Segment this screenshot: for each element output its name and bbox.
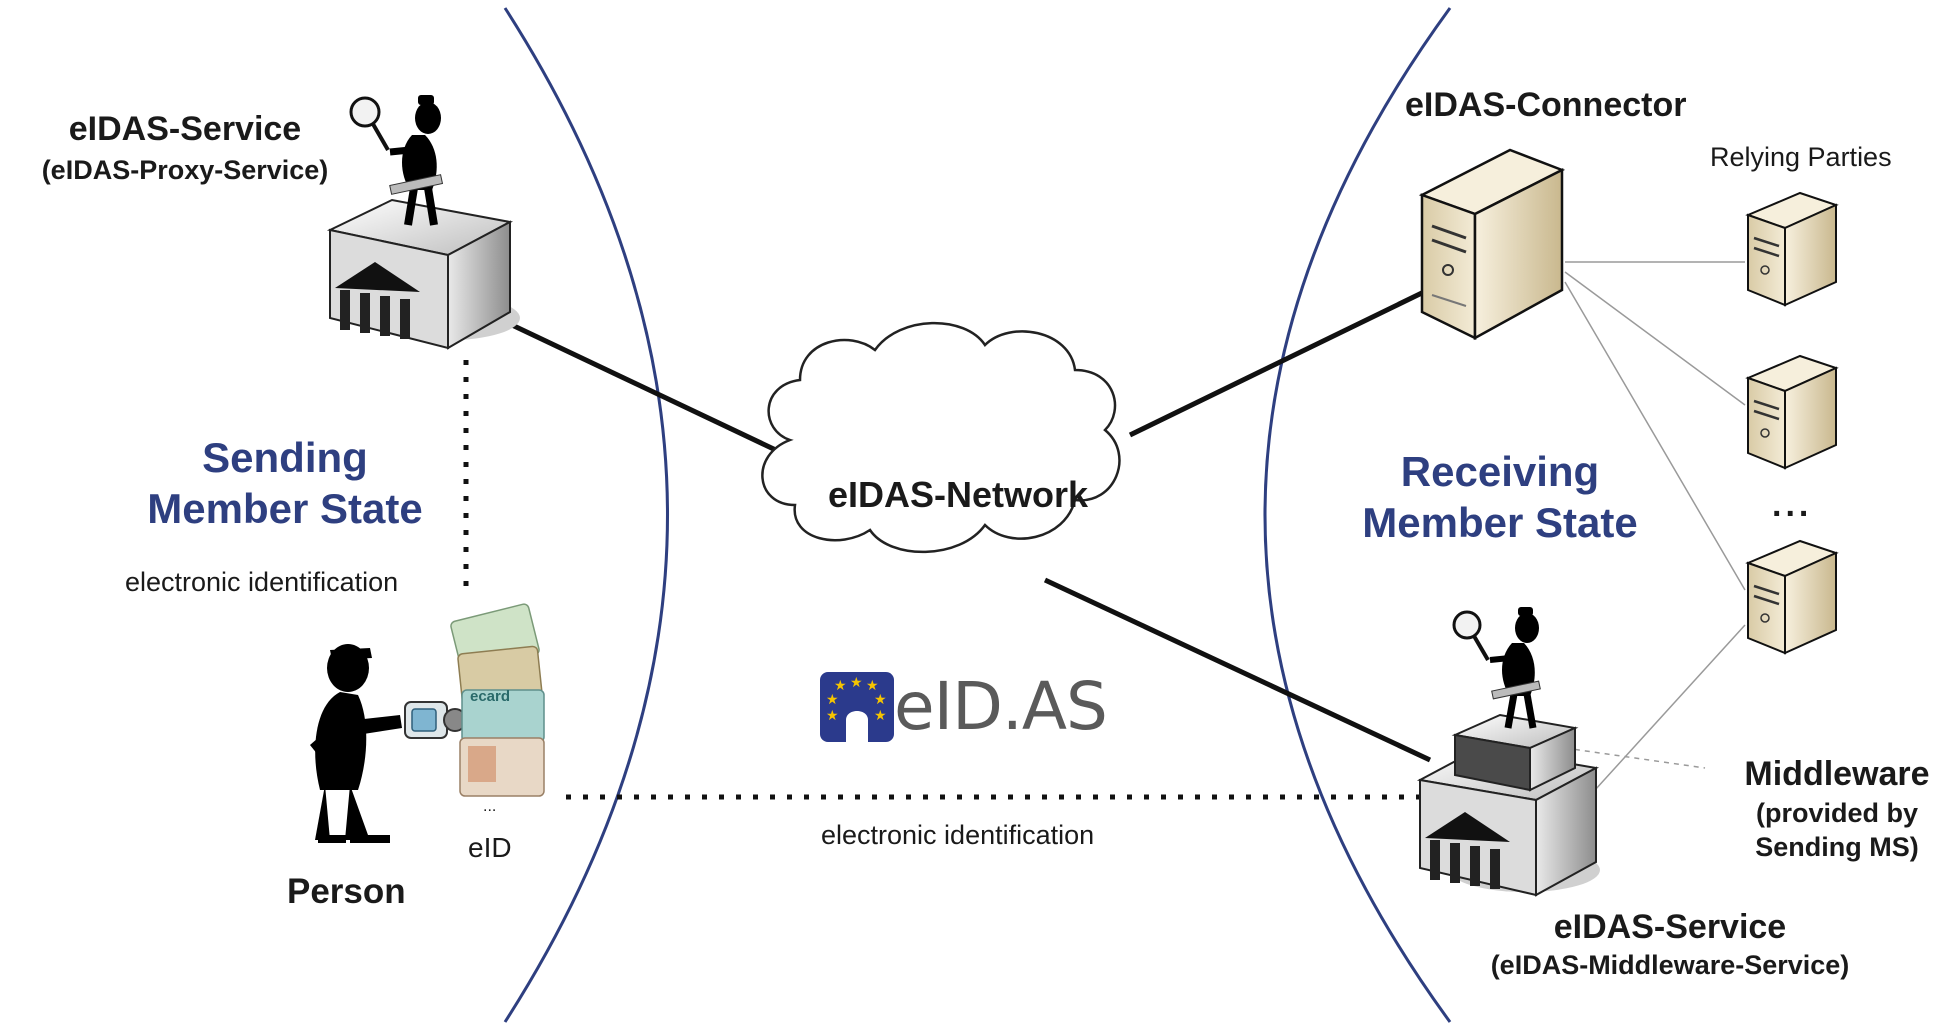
person-label: Person [287, 872, 406, 911]
middleware-note-line2: Sending MS) [1755, 832, 1919, 862]
relying-party-server-1 [1745, 191, 1839, 307]
sending-state-boundary [503, 7, 669, 1023]
network-eid-label: electronic identification [821, 820, 1095, 850]
proxy-service-building [326, 198, 520, 350]
receiving-title-line2: Member State [1362, 499, 1638, 547]
svg-text:★: ★ [874, 708, 887, 724]
svg-text:★: ★ [874, 692, 887, 708]
proxy-service-title: eIDAS-Service [68, 110, 302, 148]
proxy-inspector-figure [349, 95, 444, 226]
receiving-member-state-label: Receiving Member State [1330, 446, 1670, 548]
ecard-label: ecard [470, 688, 511, 705]
svg-text:★: ★ [850, 675, 863, 691]
sending-eid-label: electronic identification [125, 567, 399, 597]
eid-cards-stack [450, 603, 545, 797]
sending-member-state-label: Sending Member State [115, 432, 455, 534]
connector-server [1418, 148, 1566, 341]
connector-title: eIDAS-Connector [1405, 86, 1687, 124]
proxy-service-subtitle: (eIDAS-Proxy-Service) [41, 155, 329, 185]
relying-parties-label: Relying Parties [1710, 142, 1892, 172]
network-cloud [761, 321, 1121, 554]
network-cloud-label: eIDAS-Network [828, 474, 1089, 515]
eid-ellipsis: ... [483, 798, 497, 815]
eid-label: eID [468, 832, 512, 863]
network-to-middleware-link [1043, 577, 1432, 763]
svg-text:★: ★ [826, 692, 839, 708]
network-to-connector-link [1128, 287, 1430, 438]
relying-party-server-2 [1745, 354, 1839, 470]
middleware-inspector-figure [1452, 607, 1541, 729]
middleware-service-title: eIDAS-Service [1553, 908, 1787, 946]
receiving-title-line1: Receiving [1400, 448, 1600, 495]
relying-party-links [1564, 261, 1746, 791]
person-figure [310, 644, 402, 843]
eidas-logo: ★★★ ★★ ★★ eID.AS [820, 668, 1108, 745]
eidas-logo-mark: ★★★ ★★ ★★ [820, 672, 894, 742]
middleware-pointer-line [1564, 747, 1706, 769]
eidas-logo-text: eID.AS [894, 668, 1108, 745]
receiving-state-boundary [1263, 7, 1452, 1023]
svg-text:★: ★ [826, 708, 839, 724]
sending-title-line1: Sending [202, 434, 368, 481]
svg-text:★: ★ [866, 678, 879, 694]
middleware-note-line1: (provided by [1755, 798, 1918, 828]
middleware-title: Middleware [1744, 755, 1930, 793]
svg-text:★: ★ [834, 678, 847, 694]
relying-party-server-3 [1745, 539, 1839, 655]
card-reader-icon [404, 701, 467, 739]
relying-parties-ellipsis: ... [1772, 486, 1813, 524]
sending-title-line2: Member State [147, 485, 423, 533]
middleware-service-building [1416, 713, 1600, 897]
proxy-to-network-link [510, 322, 782, 455]
middleware-service-subtitle: (eIDAS-Middleware-Service) [1490, 950, 1850, 980]
